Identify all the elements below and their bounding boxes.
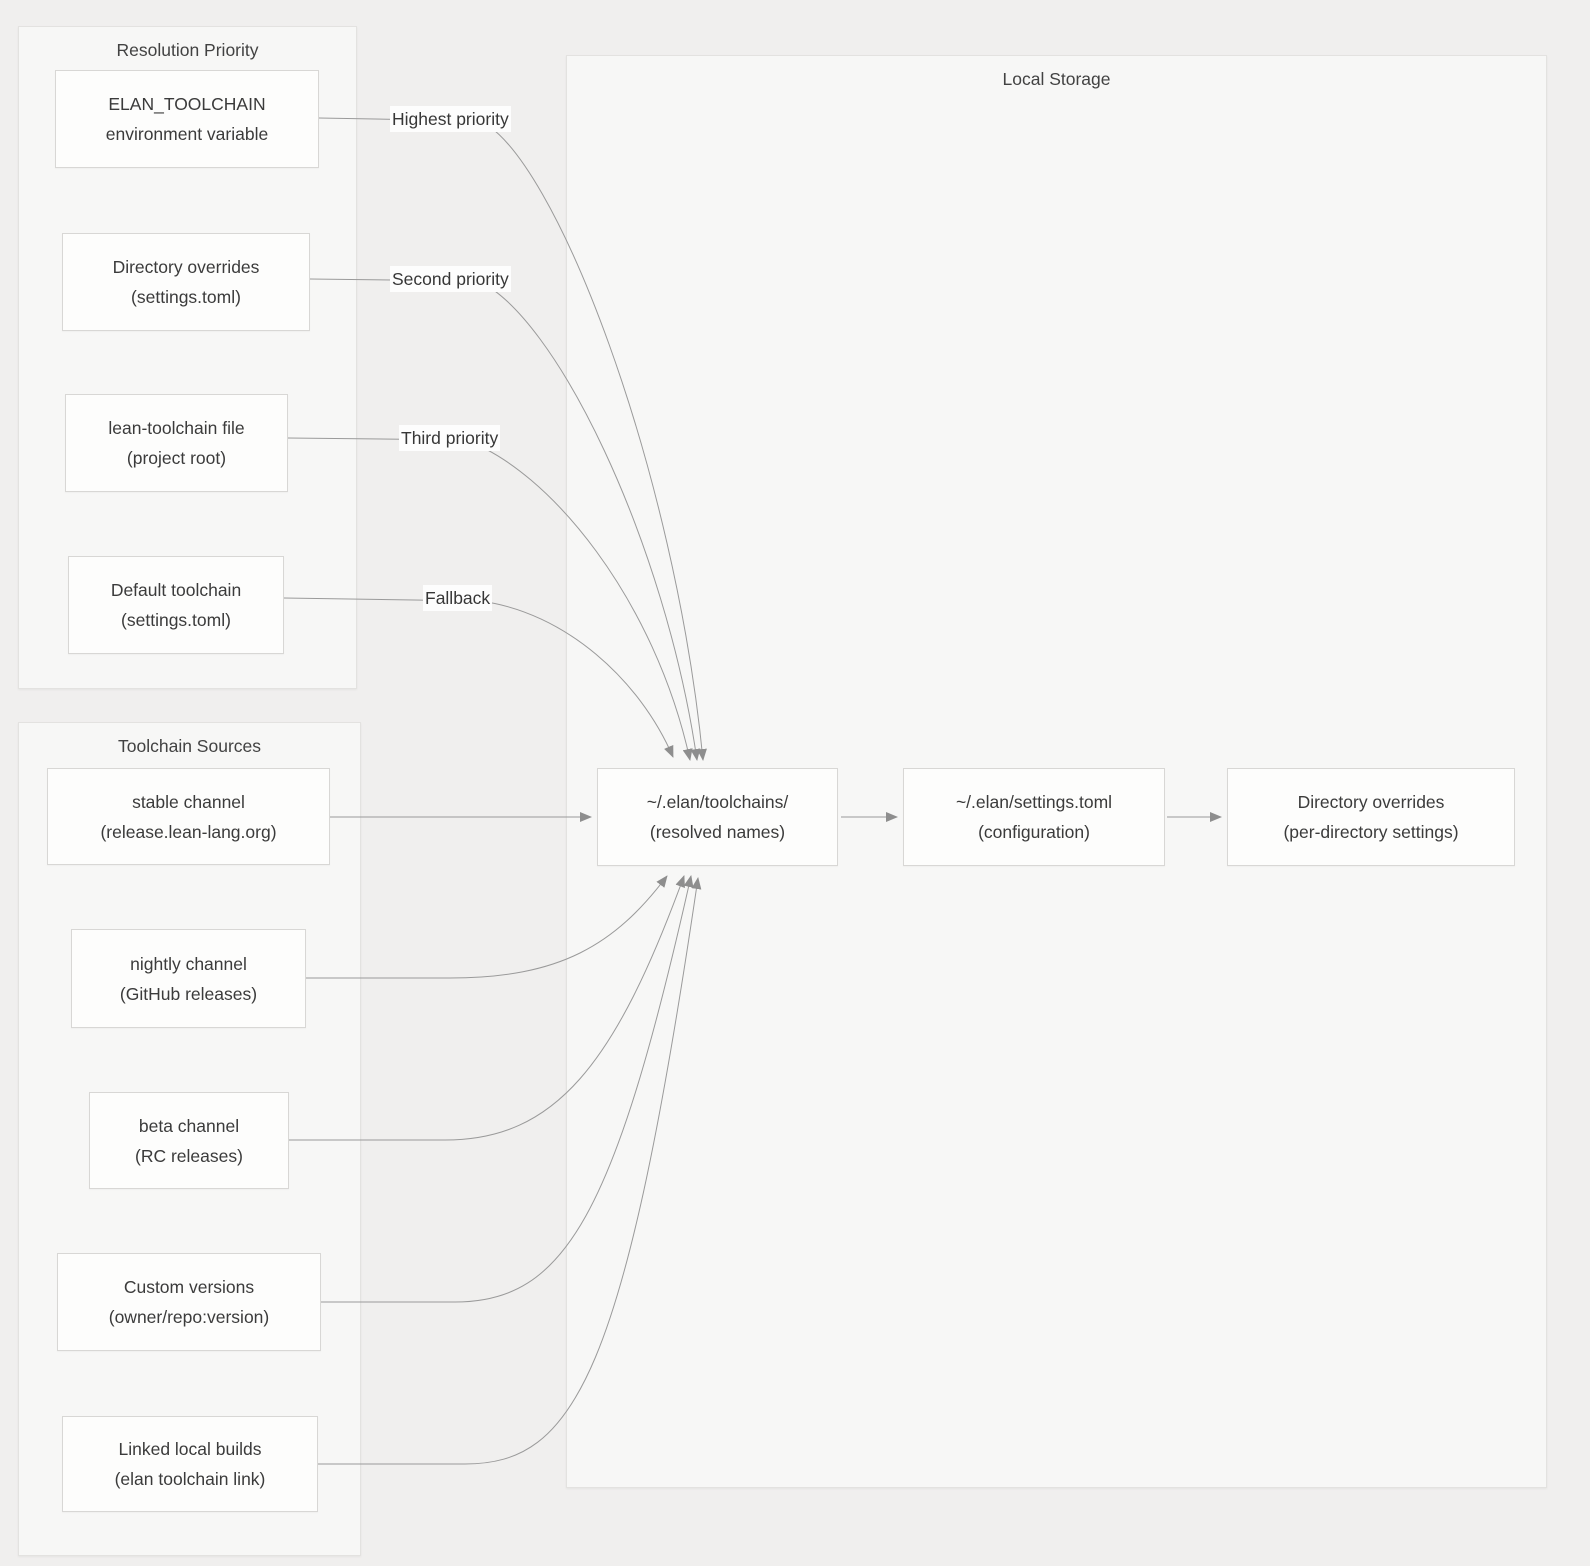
group-title-resolution-priority: Resolution Priority [116, 40, 259, 60]
edge-third-priority [287, 437, 693, 761]
edge-custom-to-toolchains [321, 875, 694, 1303]
node-line: (RC releases) [135, 1145, 243, 1166]
node-lean-toolchain-file: lean-toolchain file (project root) [65, 394, 288, 492]
node-nightly-channel: nightly channel (GitHub releases) [71, 929, 306, 1028]
group-title-local-storage: Local Storage [1002, 69, 1111, 89]
node-line: Default toolchain [110, 580, 242, 600]
node-line: (per-directory settings) [1283, 822, 1459, 842]
node-line: ~/.elan/settings.toml [955, 792, 1113, 812]
node-elan-toolchain-env: ELAN_TOOLCHAIN environment variable [55, 70, 319, 168]
node-line: (elan toolchain link) [114, 1469, 266, 1489]
edge-label-second-priority: Second priority [390, 266, 511, 292]
node-line: (configuration) [978, 822, 1090, 842]
edge-nightly-to-toolchains [306, 875, 668, 979]
node-line: environment variable [105, 124, 269, 144]
node-line: (owner/repo:version) [108, 1307, 270, 1327]
edge-fallback [283, 597, 674, 758]
node-beta-channel: beta channel (RC releases) [89, 1092, 289, 1189]
edge-beta-to-toolchains [289, 875, 685, 1141]
node-line: (GitHub releases) [119, 983, 258, 1004]
node-line: Linked local builds [118, 1439, 262, 1459]
node-line: (settings.toml) [121, 610, 231, 630]
edge-linked-to-toolchains [318, 877, 702, 1465]
node-elan-settings-toml: ~/.elan/settings.toml (configuration) [903, 768, 1165, 866]
node-line: beta channel [138, 1115, 240, 1136]
node-line: (project root) [126, 448, 227, 468]
edge-label-highest-priority: Highest priority [390, 106, 511, 132]
node-line: Directory overrides [1297, 792, 1445, 812]
node-line: stable channel [132, 791, 245, 812]
node-line: Custom versions [123, 1277, 255, 1297]
node-directory-overrides: Directory overrides (settings.toml) [62, 233, 310, 331]
node-per-directory-overrides: Directory overrides (per-directory setti… [1227, 768, 1515, 866]
node-default-toolchain: Default toolchain (settings.toml) [68, 556, 284, 654]
node-elan-toolchains-dir: ~/.elan/toolchains/ (resolved names) [597, 768, 838, 866]
node-stable-channel: stable channel (release.lean-lang.org) [47, 768, 330, 865]
node-line: nightly channel [130, 953, 247, 974]
group-title-toolchain-sources: Toolchain Sources [118, 736, 261, 756]
node-line: ELAN_TOOLCHAIN [108, 94, 266, 114]
node-line: lean-toolchain file [108, 418, 245, 438]
node-line: (release.lean-lang.org) [100, 821, 277, 842]
edge-label-fallback: Fallback [423, 585, 493, 611]
node-linked-local-builds: Linked local builds (elan toolchain link… [62, 1416, 318, 1512]
node-line: Directory overrides [112, 257, 260, 277]
node-custom-versions: Custom versions (owner/repo:version) [57, 1253, 321, 1351]
edge-label-third-priority: Third priority [399, 425, 501, 451]
edge-second-priority [309, 278, 701, 761]
node-line: (resolved names) [649, 822, 786, 842]
node-line: (settings.toml) [131, 287, 241, 307]
edge-highest-priority [318, 117, 707, 761]
node-line: ~/.elan/toolchains/ [646, 792, 789, 812]
